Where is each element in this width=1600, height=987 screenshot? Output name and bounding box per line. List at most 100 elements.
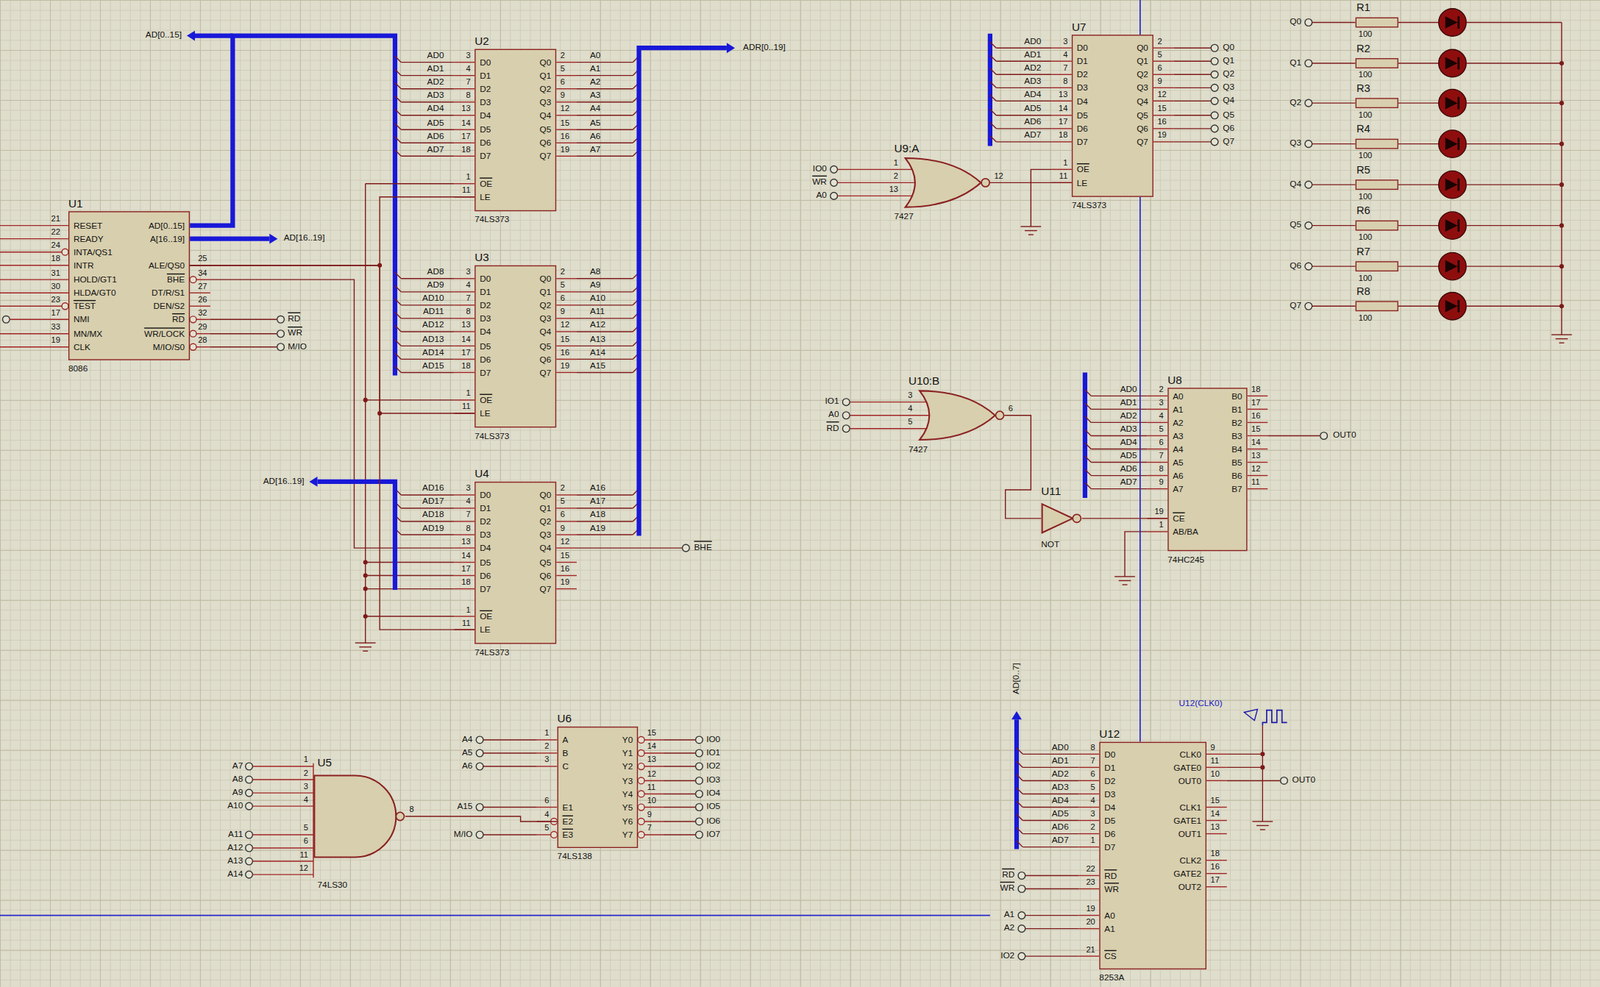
ground-symbol — [358, 646, 372, 648]
pin-stub — [556, 562, 577, 563]
net-label: AD4 — [1051, 795, 1069, 807]
pin-name: RESET — [73, 220, 103, 231]
terminal-label: OUT0 — [1332, 431, 1356, 442]
pin-number: 7 — [465, 77, 471, 87]
pin-stub — [1247, 488, 1269, 490]
terminal-symbol — [842, 411, 850, 420]
terminal-label: A7 — [232, 761, 243, 772]
pin-stub — [1079, 888, 1100, 890]
pin-name: Q0 — [1136, 43, 1149, 54]
terminal-label: OUT0 — [1292, 776, 1316, 787]
pin-number: 9 — [560, 307, 565, 318]
net-label: AD4 — [1120, 437, 1138, 448]
part-ref: R5 — [1356, 163, 1371, 176]
pin-number: 11 — [461, 618, 471, 629]
net-label: AD6 — [1051, 822, 1069, 833]
pin-stub — [252, 779, 314, 780]
wire — [576, 372, 633, 373]
pin-number: 17 — [1251, 397, 1261, 408]
terminal-label: A12 — [227, 843, 243, 854]
wire-connector — [189, 265, 475, 414]
bus-entry — [1016, 761, 1023, 768]
net-label: A6 — [589, 131, 601, 142]
net-label: AD1 — [1051, 756, 1069, 767]
pin-number: 6 — [560, 510, 565, 521]
pin-number: 6 — [1090, 769, 1096, 780]
wire — [1466, 143, 1562, 145]
inversion-bubble — [637, 818, 645, 825]
pin-stub — [1147, 409, 1169, 410]
pin-stub — [537, 806, 558, 808]
pin-number: 7 — [465, 510, 471, 521]
led-symbol — [1438, 170, 1467, 198]
terminal-symbol — [475, 736, 484, 744]
bus-entry — [990, 108, 997, 115]
pin-name: Y1 — [622, 748, 633, 760]
pin-number: 3 — [303, 781, 309, 792]
terminal-symbol — [475, 762, 484, 771]
bus-entry — [395, 272, 401, 279]
bus-entry — [1085, 482, 1091, 489]
part-type: 8253A — [1099, 973, 1125, 985]
inversion-bubble — [981, 178, 990, 187]
wire — [1090, 488, 1147, 490]
pin-stub — [1051, 169, 1072, 170]
wire — [1466, 62, 1562, 64]
wire — [400, 278, 454, 279]
pin-stub — [556, 372, 577, 373]
wire — [400, 358, 454, 360]
net-label: AD6 — [427, 131, 445, 142]
pin-number: 12 — [299, 863, 309, 874]
pin-stub — [837, 182, 916, 184]
pin-stub — [453, 291, 475, 293]
pin-stub — [849, 414, 930, 416]
pin-name: RD — [172, 314, 185, 326]
pin-stub — [0, 278, 69, 280]
terminal-symbol — [830, 179, 838, 187]
part-value: 100 — [1358, 29, 1373, 39]
wire — [1312, 265, 1356, 267]
pin-stub — [1051, 100, 1072, 102]
wire — [576, 142, 633, 144]
net-label: A16 — [589, 484, 606, 495]
pin-name: D4 — [479, 543, 491, 554]
wire — [1267, 435, 1320, 437]
terminal-label: A10 — [227, 801, 243, 812]
pin-number: 2 — [544, 742, 549, 752]
pin-stub — [453, 588, 475, 590]
pin-number: 4 — [544, 810, 549, 821]
pin-stub — [0, 306, 69, 307]
pin-name: A4 — [1172, 444, 1183, 455]
pin-name: B — [562, 748, 569, 760]
wire — [1090, 435, 1147, 437]
pin-name: CLK1 — [1179, 802, 1203, 813]
pin-stub — [1153, 87, 1175, 89]
pin-number: 3 — [544, 755, 549, 766]
pin-stub — [0, 264, 69, 266]
wire — [996, 100, 1052, 102]
pin-number: 18 — [461, 577, 471, 588]
pin-number: 7 — [465, 294, 471, 304]
wire — [483, 752, 538, 754]
net-label: AD4 — [1024, 89, 1041, 101]
pin-stub — [556, 494, 577, 496]
led-symbol — [1457, 97, 1460, 110]
pin-name: OE — [1076, 164, 1090, 176]
ic-body: U12D0D1D2D3D4D5D6D7RDWRA0A1CSCLK0GATE0OU… — [1099, 742, 1207, 970]
net-label: A14 — [589, 347, 606, 359]
net-label: A4 — [589, 104, 601, 115]
pin-stub — [1051, 87, 1072, 89]
pin-name: Q2 — [539, 83, 552, 95]
pin-stub — [453, 520, 475, 522]
source-label: U12(CLK0) — [1179, 698, 1223, 710]
pin-number: 22 — [1085, 864, 1095, 874]
bus-entry — [395, 312, 401, 319]
pin-name: A[16..19] — [150, 233, 185, 245]
wire — [364, 183, 366, 643]
pin-number: 19 — [1085, 904, 1095, 914]
pin-number: 13 — [1058, 89, 1068, 100]
pin-stub — [1206, 873, 1228, 874]
pin-stub — [1153, 100, 1175, 102]
part-ref: R3 — [1356, 81, 1371, 95]
bus-entry — [1085, 456, 1091, 462]
